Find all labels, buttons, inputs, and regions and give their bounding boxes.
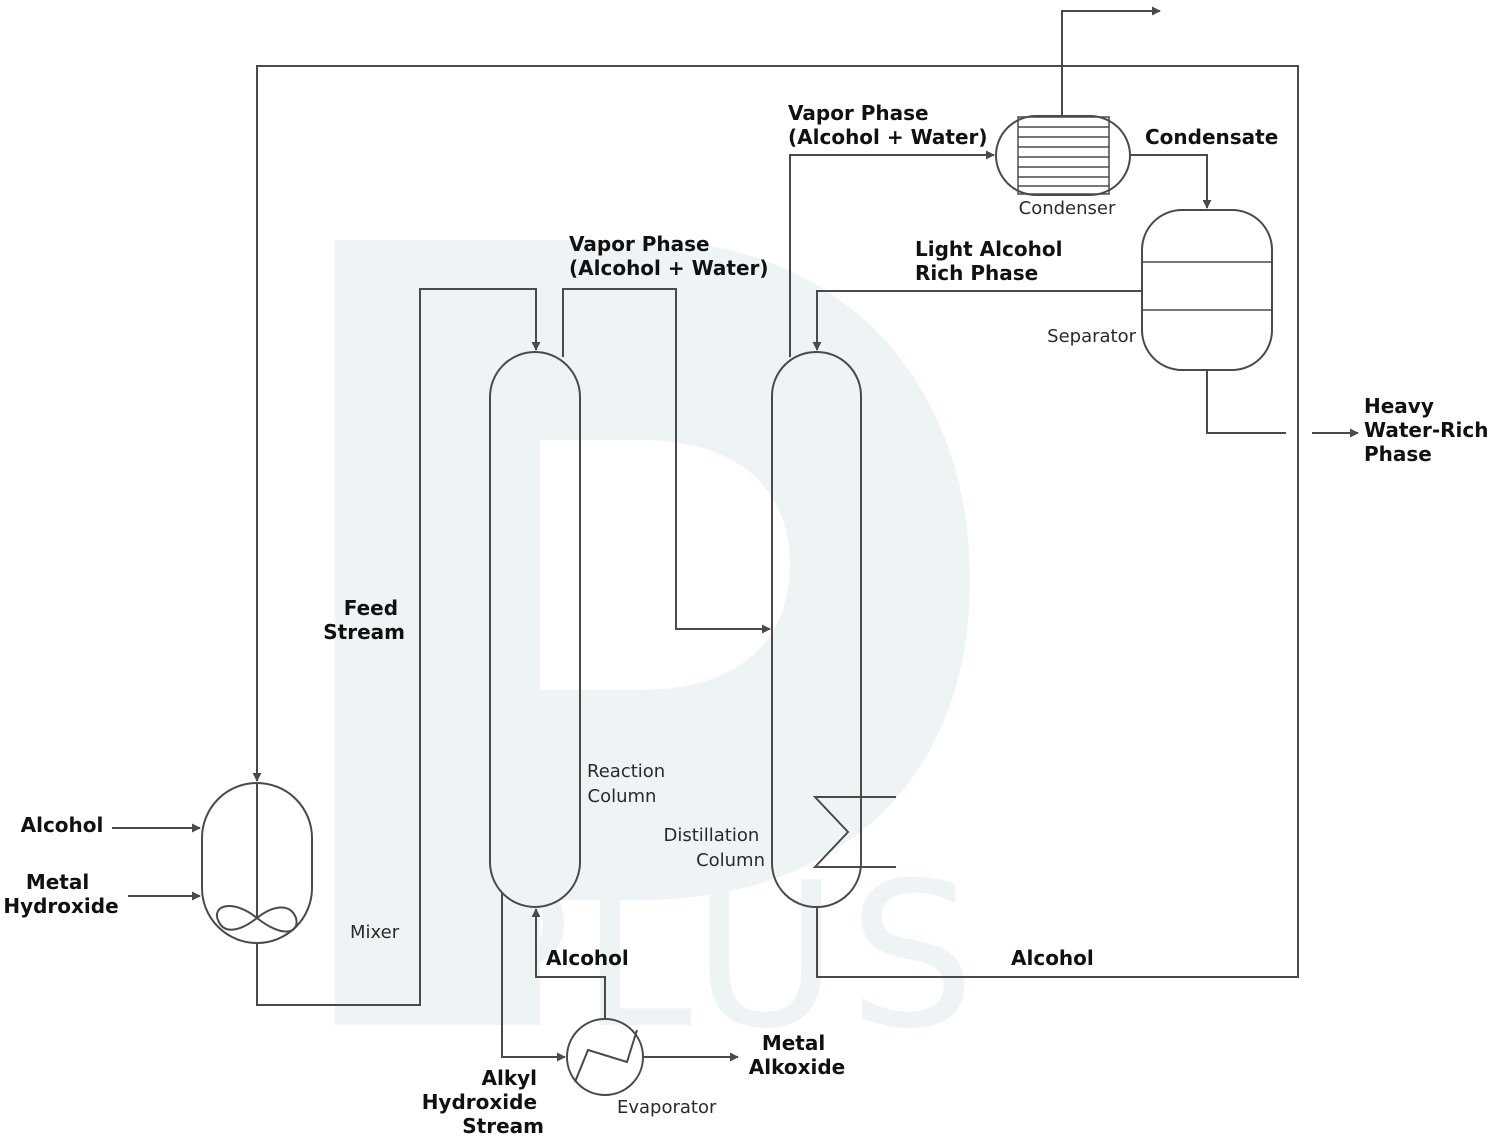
alkyl-hydroxide-stream-label: Alkyl Hydroxide Stream bbox=[422, 1066, 544, 1138]
heavy-phase-line bbox=[1206, 370, 1286, 434]
watermark-logo bbox=[335, 240, 970, 1025]
alcohol-evaporator-label: Alcohol bbox=[546, 946, 629, 970]
vapor-to-distillation-line bbox=[562, 288, 771, 634]
mixer-impeller bbox=[215, 904, 298, 933]
vapor-phase-label-1: Vapor Phase (Alcohol + Water) bbox=[569, 232, 769, 280]
reaction-column bbox=[489, 351, 581, 908]
alcohol-recycle-label: Alcohol bbox=[1011, 946, 1094, 970]
alcohol-return-line bbox=[531, 908, 606, 1019]
separator-label: Separator bbox=[1047, 326, 1136, 347]
condensate-line bbox=[1130, 154, 1212, 209]
evaporator-coil bbox=[574, 1029, 638, 1083]
reboiler-coil bbox=[812, 796, 896, 868]
alkyl-hydroxide-stream-line bbox=[501, 893, 566, 1062]
metal-alkoxide-label: Metal Alkoxide bbox=[749, 1031, 845, 1079]
alcohol-inlet-label: Alcohol bbox=[21, 813, 104, 837]
condenser-tube-bundle bbox=[1017, 116, 1110, 195]
recycle-to-mixer-line bbox=[252, 65, 1299, 800]
feed-stream-label: Feed Stream bbox=[323, 596, 405, 644]
condenser-vent-line bbox=[1061, 6, 1161, 116]
alcohol-recycle-line bbox=[816, 790, 1299, 978]
vapor-to-condenser-line bbox=[789, 150, 995, 357]
watermark-text: PLUS bbox=[450, 840, 985, 1073]
separator bbox=[1141, 209, 1273, 371]
feed-stream-line bbox=[256, 288, 541, 1006]
watermark: PLUS bbox=[335, 240, 985, 1073]
metal-hydroxide-label: Metal Hydroxide bbox=[3, 870, 118, 918]
distillation-column-label: Distillation Column bbox=[663, 825, 765, 871]
light-alcohol-rich-phase-label: Light Alcohol Rich Phase bbox=[915, 237, 1069, 285]
condensate-label: Condensate bbox=[1145, 125, 1278, 149]
reaction-column-label: Reaction Column bbox=[587, 761, 671, 807]
mixer-label: Mixer bbox=[350, 922, 400, 943]
light-alcohol-reflux-line bbox=[812, 290, 1142, 351]
condenser-tubes bbox=[1018, 126, 1109, 187]
evaporator-label: Evaporator bbox=[617, 1097, 717, 1118]
heavy-water-rich-phase-label: Heavy Water-Rich Phase bbox=[1364, 394, 1489, 466]
condenser bbox=[995, 115, 1131, 196]
condenser-label: Condenser bbox=[1019, 198, 1116, 219]
vapor-phase-label-2: Vapor Phase (Alcohol + Water) bbox=[788, 101, 988, 149]
